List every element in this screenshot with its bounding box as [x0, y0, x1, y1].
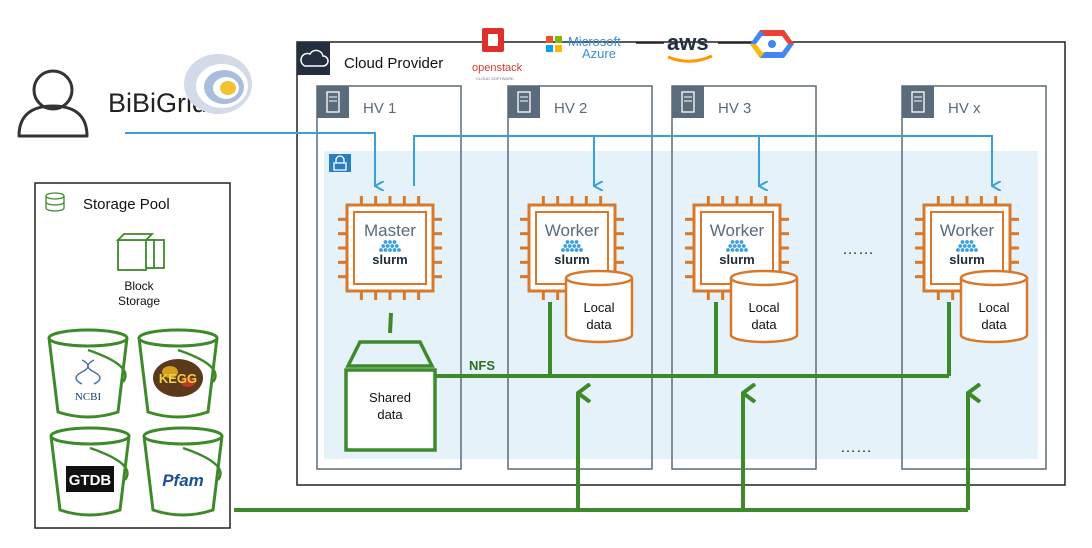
nfs-network: [435, 302, 951, 378]
master-storage-link: [388, 312, 393, 334]
slurm-label: slurm: [372, 252, 407, 267]
shared-data-label-2: data: [377, 407, 403, 422]
hypervisor-label: HV 2: [554, 100, 587, 117]
hypervisor-label: HV x: [948, 100, 981, 117]
lock-icon: [333, 155, 347, 171]
storage-pool-title: Storage Pool: [83, 196, 170, 213]
local-data-label-2: data: [751, 317, 777, 332]
bucket-icon: NCBI: [47, 328, 129, 419]
node-role-label: Worker: [940, 221, 995, 240]
azure-label-1: Microsoft: [568, 34, 621, 49]
hypervisor-label: HV 3: [718, 100, 751, 117]
azure-logo: Microsoft Azure: [546, 34, 621, 61]
local-data-storage: Local data: [959, 269, 1029, 344]
worker-node: Worker slurm: [915, 196, 1019, 300]
block-storage-label-1: Block: [124, 279, 154, 293]
aws-label: aws: [667, 30, 709, 55]
slurm-icon: [726, 240, 748, 252]
user-icon: [17, 69, 89, 138]
server-icon-badge: [902, 86, 934, 118]
local-data-storage: Local data: [729, 269, 799, 344]
local-data-label-2: data: [981, 317, 1007, 332]
local-data-label-2: data: [586, 317, 612, 332]
more-hypervisors-ellipsis: ……: [840, 439, 872, 456]
aws-logo: aws: [667, 30, 713, 63]
server-icon: [517, 91, 531, 113]
node-role-label: Worker: [710, 221, 765, 240]
slurm-label: slurm: [554, 252, 589, 267]
local-data-label-1: Local: [583, 300, 614, 315]
subnet-area: [324, 151, 1038, 459]
control-connections: [125, 132, 992, 186]
server-icon-badge: [317, 86, 349, 118]
hypervisor-box: HV 1: [316, 85, 462, 470]
worker-node: Worker slurm: [520, 196, 624, 300]
slurm-icon: [956, 240, 978, 252]
local-data-storage: Local data: [564, 269, 634, 344]
block-storage-icon: [115, 233, 165, 271]
openstack-sub-label: CLOUD SOFTWARE: [476, 76, 514, 81]
slurm-icon: [561, 240, 583, 252]
google-cloud-logo: [750, 30, 794, 58]
local-data-label-1: Local: [978, 300, 1009, 315]
server-icon-badge: [672, 86, 704, 118]
cloud-icon: [300, 49, 329, 67]
server-icon: [911, 91, 925, 113]
bucket-label: GTDB: [69, 472, 112, 489]
server-icon: [326, 91, 340, 113]
bucket-label: KEGG: [159, 371, 197, 386]
nfs-label: NFS: [469, 358, 495, 373]
block-storage-label-2: Storage: [118, 294, 160, 308]
shared-data-storage: Shared data: [344, 340, 437, 452]
server-icon-badge: [508, 86, 540, 118]
local-data-label-1: Local: [748, 300, 779, 315]
openstack-logo: openstack CLOUD SOFTWARE: [472, 28, 523, 81]
bucket-label: Pfam: [162, 471, 204, 490]
bucket-icon: GTDB: [49, 426, 131, 517]
cloud-icon-badge: [297, 42, 330, 75]
node-role-label: Worker: [545, 221, 600, 240]
server-icon: [681, 91, 695, 113]
azure-label-2: Azure: [582, 46, 616, 61]
hypervisor-label: HV 1: [363, 100, 396, 117]
bibigrid-logo-icon: [184, 54, 252, 114]
master-node: Master slurm: [338, 196, 442, 300]
slurm-label: slurm: [719, 252, 754, 267]
bucket-icon: Pfam: [142, 426, 224, 517]
slurm-label: slurm: [949, 252, 984, 267]
dna-icon: [75, 359, 101, 385]
more-nodes-ellipsis: ……: [842, 241, 874, 258]
bucket-label: NCBI: [75, 391, 102, 403]
cloud-provider-title: Cloud Provider: [344, 55, 443, 72]
node-role-label: Master: [364, 221, 416, 240]
database-icon: [45, 192, 65, 212]
object-storage-links: [234, 393, 968, 512]
openstack-label: openstack: [472, 62, 523, 74]
shared-data-label-1: Shared: [369, 390, 411, 405]
slurm-icon: [379, 240, 401, 252]
hypervisor-box: HV x: [901, 85, 1047, 470]
bucket-icon: KEGG: [137, 328, 219, 419]
